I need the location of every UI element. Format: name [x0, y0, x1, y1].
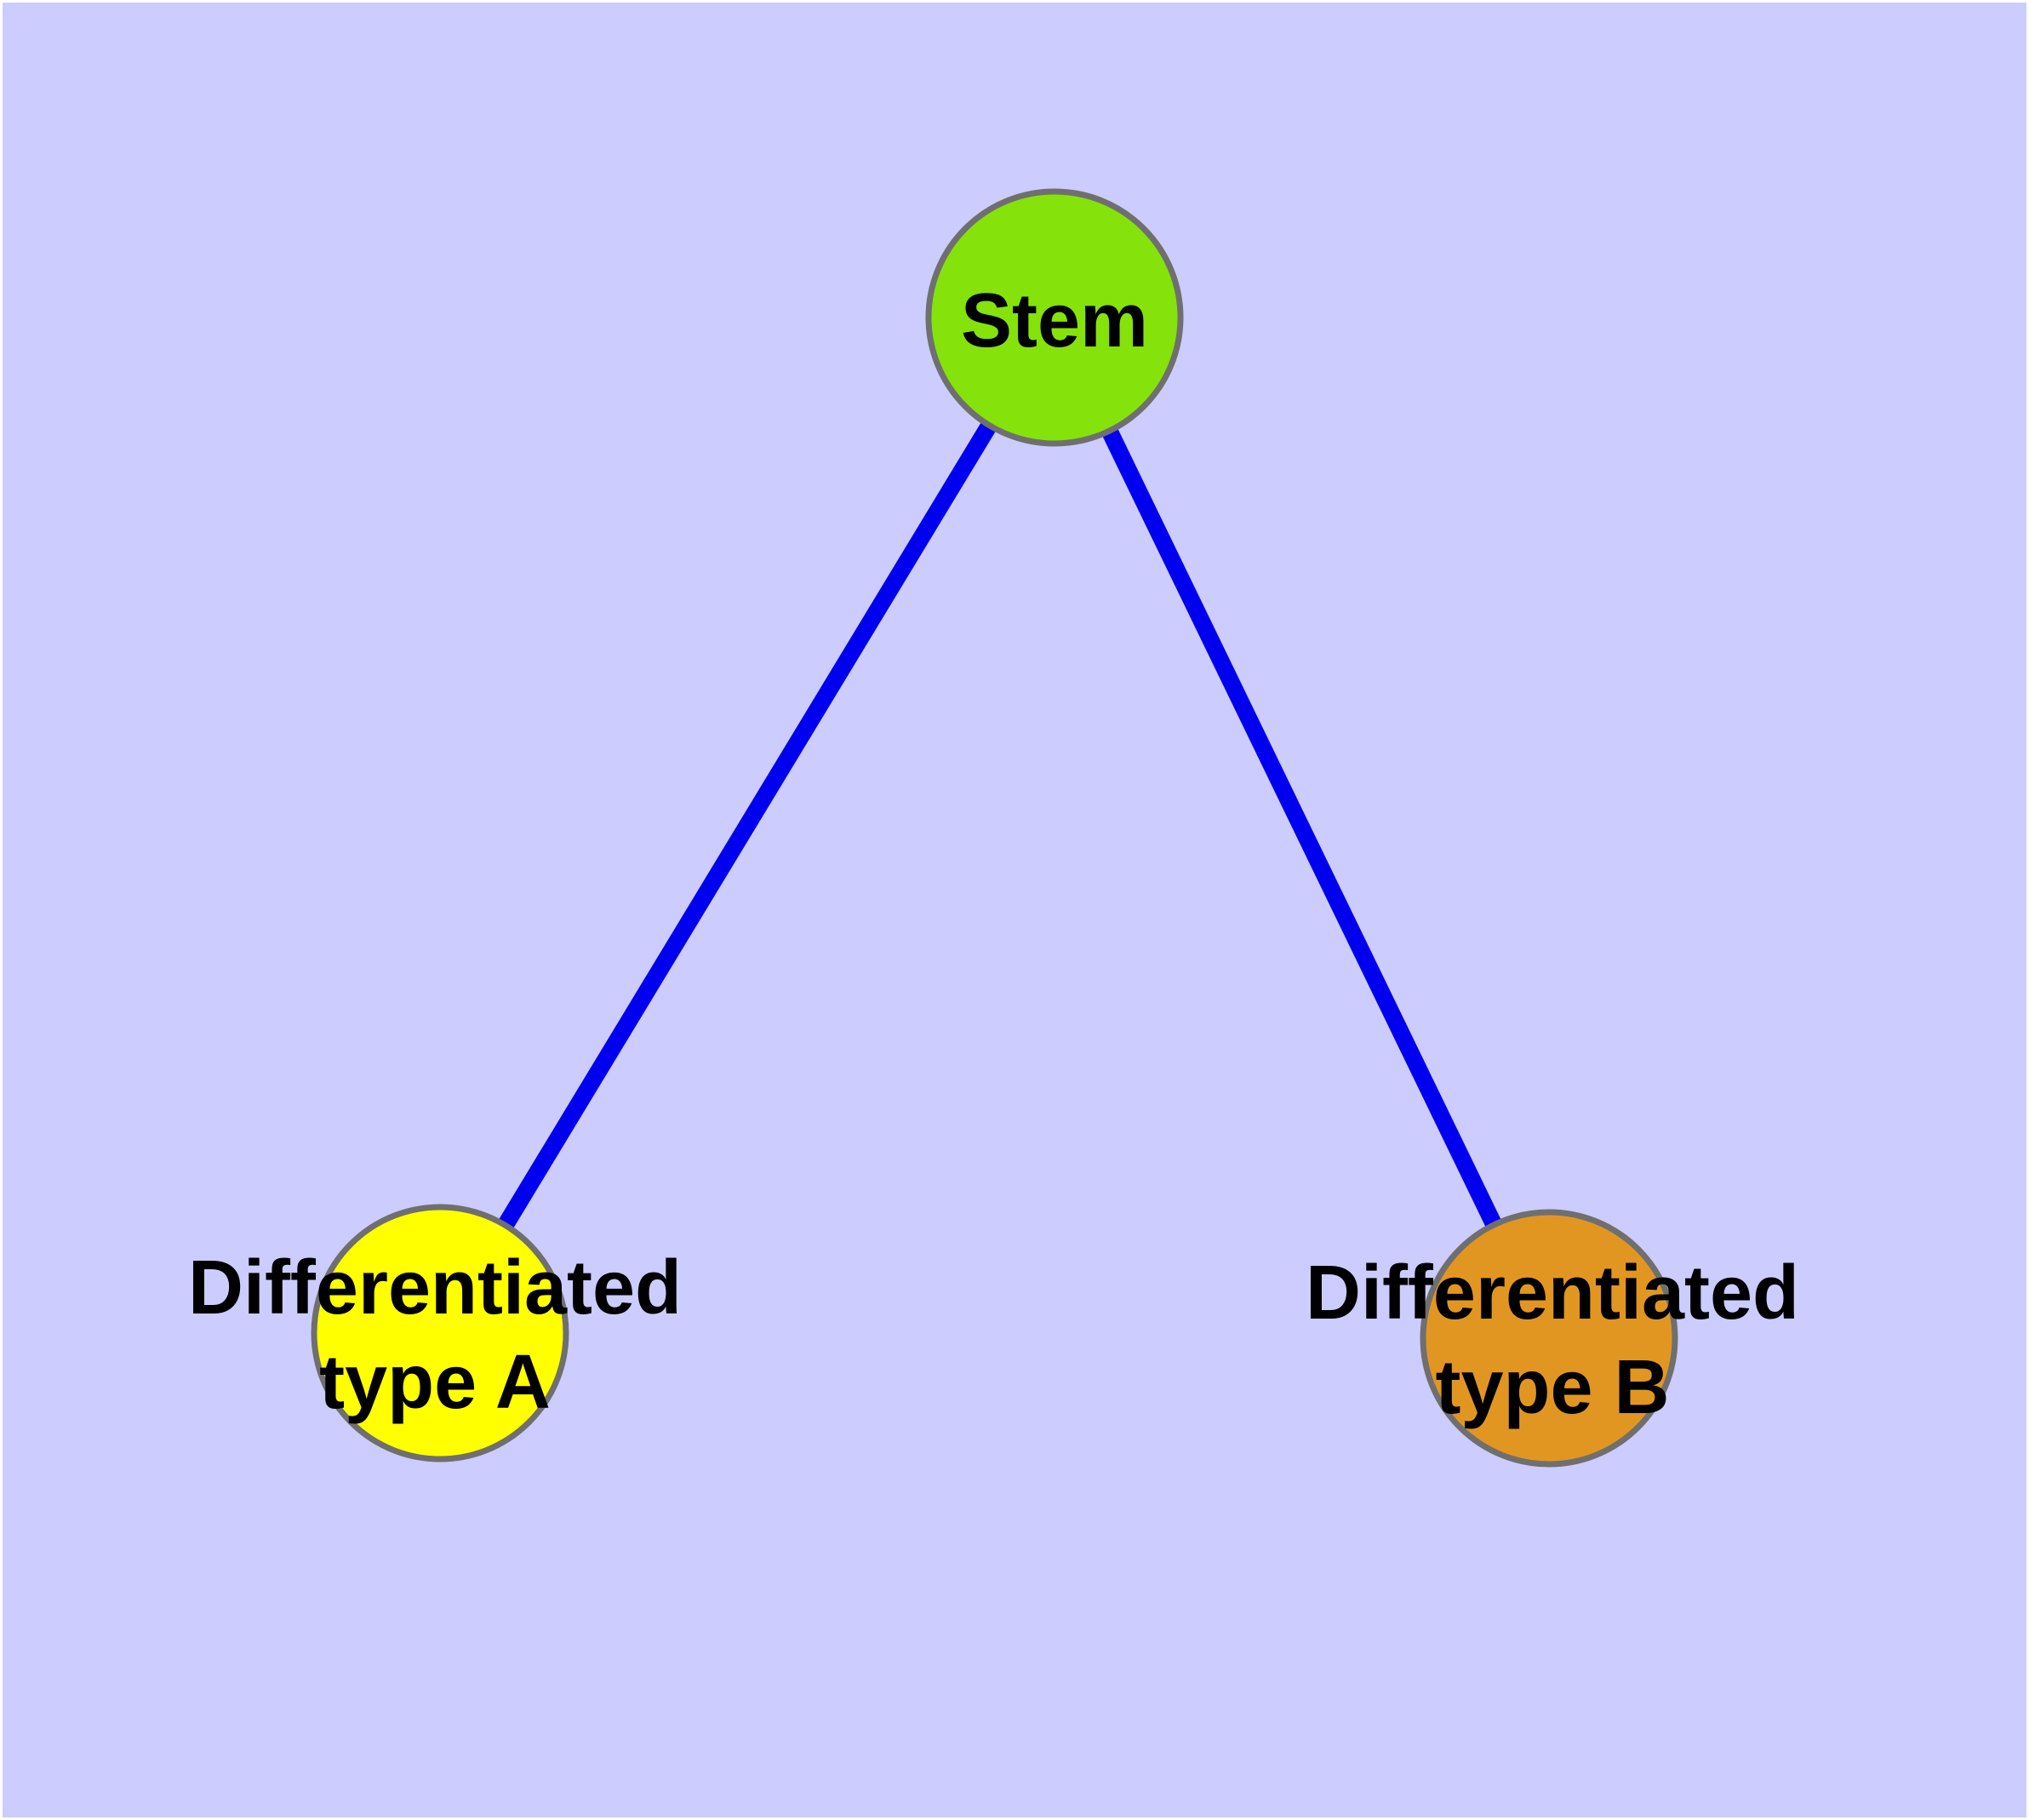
node-stem: Stem: [925, 188, 1184, 447]
node-differentiated-type-b: Differentiated type B: [1306, 1209, 1799, 1468]
node-type-b-label-line2: type B: [1435, 1345, 1669, 1430]
node-type-b-label-line1: Differentiated: [1306, 1251, 1799, 1336]
node-stem-circle: [925, 188, 1184, 447]
edge-layer: [432, 312, 1557, 1342]
node-stem-label: Stem: [961, 278, 1148, 363]
edge-stem-to-type-a: [432, 312, 1062, 1338]
edge-stem-to-type-b: [1047, 313, 1557, 1342]
node-type-a-label-line2: type A: [319, 1340, 551, 1425]
node-type-a-label-line1: Differentiated: [188, 1245, 682, 1331]
node-type-b-circle: [1420, 1209, 1678, 1468]
node-differentiated-type-a: Differentiated type A: [188, 1204, 682, 1462]
node-type-a-circle: [311, 1204, 569, 1462]
